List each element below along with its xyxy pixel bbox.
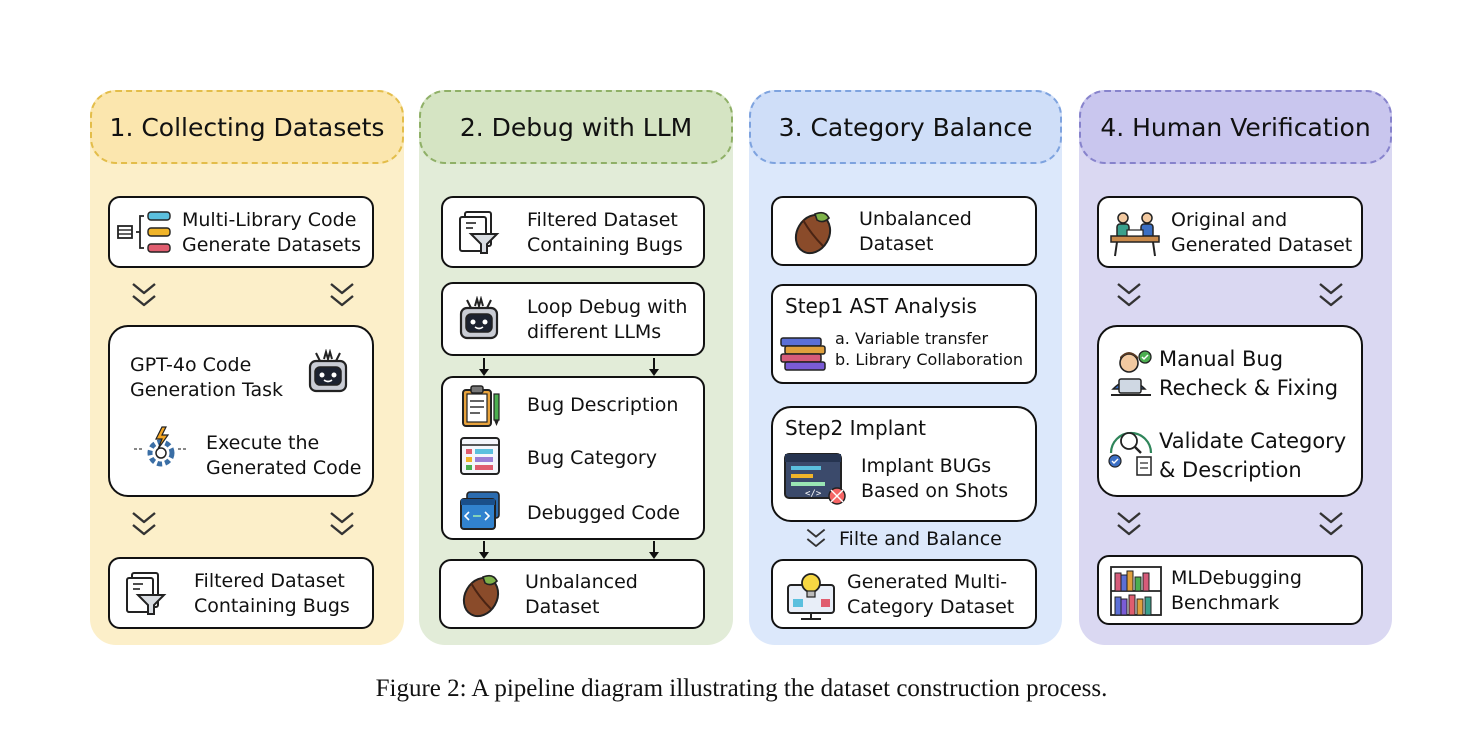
column-collecting-datasets: 1. Collecting Datasets Multi-Library Cod… bbox=[90, 90, 404, 645]
bean-icon bbox=[457, 571, 503, 619]
column-title: 3. Category Balance bbox=[749, 90, 1062, 164]
box-line-2: Containing Bugs bbox=[527, 234, 683, 256]
column-title: 4. Human Verification bbox=[1079, 90, 1392, 164]
figure-caption: Figure 2: A pipeline diagram illustratin… bbox=[375, 675, 1108, 702]
box-line-1: GPT-4o Code bbox=[130, 354, 252, 376]
box-line-1: MLDebugging bbox=[1171, 567, 1302, 589]
unbalanced-dataset-box: Unbalanced Dataset bbox=[771, 196, 1037, 266]
item-bug-category: Bug Category bbox=[527, 447, 657, 469]
box-line-1: Validate Category bbox=[1159, 429, 1347, 453]
chevron-down-icon bbox=[329, 282, 355, 307]
box-line-1: Original and bbox=[1171, 209, 1288, 231]
step1-ast-analysis-box: Step1 AST Analysis a. Variable transfer … bbox=[771, 284, 1037, 384]
box-line-2: different LLMs bbox=[527, 321, 662, 343]
item-bug-description: Bug Description bbox=[527, 394, 679, 416]
gear-lightning-icon bbox=[134, 426, 188, 467]
generated-dataset-box: Generated Multi- Category Dataset bbox=[771, 559, 1037, 629]
chevron-down-icon bbox=[806, 528, 826, 548]
gpt4o-generation-box: GPT-4o Code Generation Task Execute the … bbox=[108, 325, 374, 497]
box-line-2: Generation Task bbox=[130, 379, 284, 401]
box-line-2: Generated Dataset bbox=[1171, 234, 1353, 256]
person-laptop-icon bbox=[1111, 350, 1152, 396]
column-title: 1. Collecting Datasets bbox=[90, 90, 404, 164]
multi-library-code-box: Multi-Library Code Generate Datasets bbox=[108, 196, 374, 268]
robot-icon bbox=[308, 350, 348, 393]
box-line-1: Manual Bug bbox=[1159, 347, 1284, 371]
robot-icon bbox=[459, 297, 499, 340]
box-line-1: Filtered Dataset bbox=[527, 209, 678, 231]
category-grid-icon bbox=[460, 437, 500, 475]
step1-item-a: a. Variable transfer bbox=[835, 329, 989, 348]
box-line-2: Category Dataset bbox=[847, 596, 1015, 618]
box-line-1: Unbalanced bbox=[525, 571, 638, 593]
box-line-1: Multi-Library Code bbox=[182, 209, 357, 231]
column-debug-with-llm: 2. Debug with LLM Filtered Dataset Conta… bbox=[419, 90, 733, 645]
manual-recheck-box: Manual Bug Recheck & Fixing Validate Cat… bbox=[1097, 325, 1363, 497]
chevron-down-icon bbox=[131, 511, 157, 536]
bean-icon bbox=[789, 208, 835, 256]
original-dataset-box: Original and Generated Dataset bbox=[1097, 196, 1363, 268]
box-line-1: Loop Debug with bbox=[527, 296, 688, 318]
chevron-down-icon bbox=[1318, 511, 1344, 536]
funnel-document-icon bbox=[126, 572, 165, 615]
box-line-2: Generate Datasets bbox=[182, 234, 362, 256]
chevron-down-icon bbox=[131, 282, 157, 307]
code-window-icon bbox=[460, 491, 500, 530]
debug-output-box: Bug Description Bug Category Debugged Co… bbox=[441, 376, 705, 540]
step1-title: Step1 AST Analysis bbox=[785, 294, 977, 318]
svg-text:</>: </> bbox=[805, 489, 822, 499]
column-title: 2. Debug with LLM bbox=[419, 90, 733, 164]
step2-line-2: Based on Shots bbox=[861, 480, 1009, 502]
box-line-1: Generated Multi- bbox=[847, 571, 1008, 593]
arrow-down-icon bbox=[479, 358, 489, 376]
unbalanced-dataset-box: Unbalanced Dataset bbox=[439, 559, 705, 629]
meeting-icon bbox=[1110, 212, 1160, 257]
bookshelf-icon bbox=[1110, 566, 1162, 616]
box-line-1: Filtered Dataset bbox=[194, 570, 345, 592]
item-debugged-code: Debugged Code bbox=[527, 502, 680, 524]
box-line-2: Containing Bugs bbox=[194, 595, 350, 617]
books-icon bbox=[780, 337, 826, 371]
box-line-2: Dataset bbox=[859, 233, 934, 255]
box-line-1: Execute the bbox=[206, 432, 320, 454]
arrow-down-icon bbox=[649, 541, 659, 559]
column-human-verification: 4. Human Verification Original and Gener… bbox=[1079, 90, 1392, 645]
filtered-dataset-box: Filtered Dataset Containing Bugs bbox=[441, 196, 705, 268]
step1-item-b: b. Library Collaboration bbox=[835, 350, 1023, 369]
box-line-2: Recheck & Fixing bbox=[1159, 376, 1339, 400]
benchmark-box: MLDebugging Benchmark bbox=[1097, 555, 1363, 625]
funnel-document-icon bbox=[459, 211, 498, 254]
box-line-2: Benchmark bbox=[1171, 592, 1280, 614]
column-category-balance: 3. Category Balance Unbalanced Dataset S… bbox=[749, 90, 1062, 645]
list-icon bbox=[117, 211, 171, 253]
step2-line-1: Implant BUGs bbox=[861, 455, 992, 477]
code-bug-icon: </> bbox=[784, 453, 846, 505]
filtered-dataset-box: Filtered Dataset Containing Bugs bbox=[108, 557, 374, 629]
box-line-2: & Description bbox=[1159, 458, 1302, 482]
step2-title: Step2 Implant bbox=[785, 416, 927, 440]
box-line-1: Unbalanced bbox=[859, 208, 972, 230]
validate-cycle-icon bbox=[1108, 431, 1153, 476]
lightbulb-monitor-icon bbox=[787, 573, 835, 620]
chevron-down-icon bbox=[1318, 282, 1344, 307]
box-line-2: Dataset bbox=[525, 596, 600, 618]
step2-implant-box: Step2 Implant </> Implant BUGs Based on … bbox=[771, 406, 1037, 522]
chevron-down-icon bbox=[329, 511, 355, 536]
loop-debug-box: Loop Debug with different LLMs bbox=[441, 282, 705, 356]
chevron-down-icon bbox=[1116, 511, 1142, 536]
arrow-down-icon bbox=[649, 358, 659, 376]
arrow-down-icon bbox=[479, 541, 489, 559]
clipboard-icon bbox=[462, 385, 500, 427]
filter-balance-label: Filte and Balance bbox=[839, 528, 1002, 550]
chevron-down-icon bbox=[1116, 282, 1142, 307]
box-line-2: Generated Code bbox=[206, 457, 362, 479]
